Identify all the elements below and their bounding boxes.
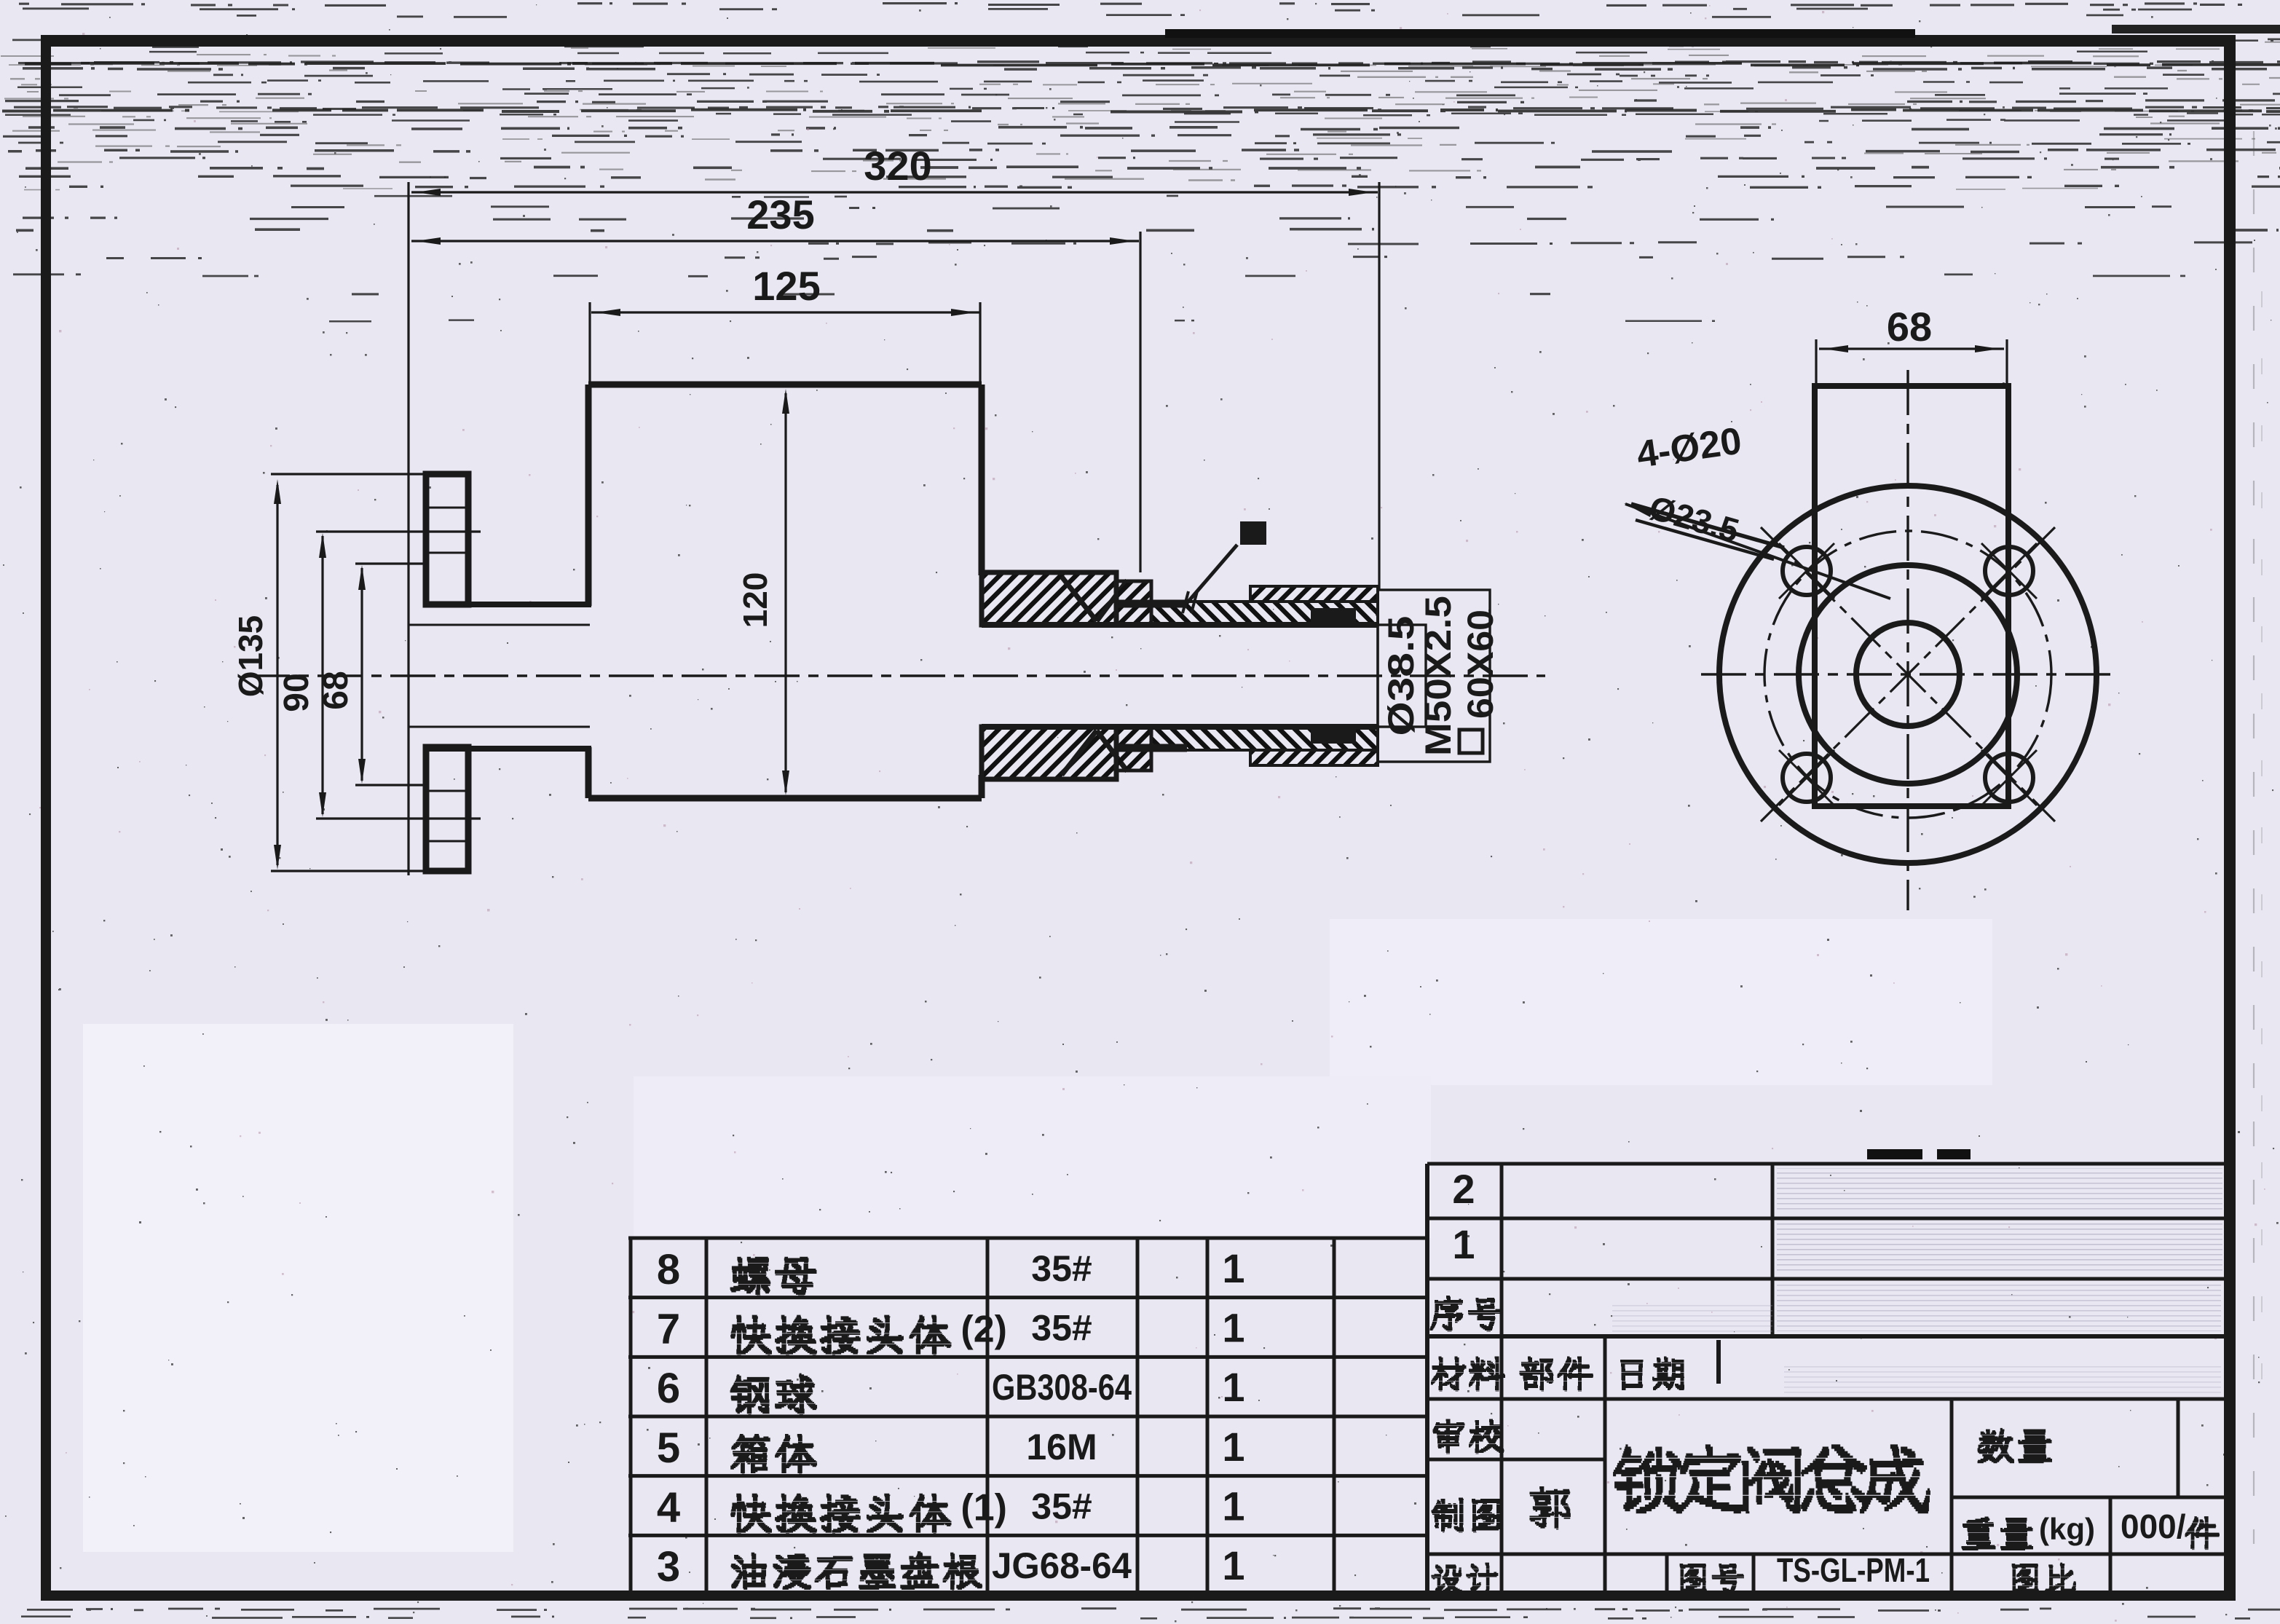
svg-text:000/: 000/ <box>2121 1507 2186 1545</box>
svg-text:6: 6 <box>657 1365 680 1412</box>
svg-text:TS-GL-PM-1: TS-GL-PM-1 <box>1777 1551 1930 1589</box>
svg-text:1: 1 <box>1222 1483 1244 1529</box>
svg-text:7: 7 <box>657 1306 680 1353</box>
svg-text:320: 320 <box>864 143 931 189</box>
svg-text:8: 8 <box>657 1246 680 1293</box>
svg-text:2: 2 <box>1452 1166 1475 1212</box>
svg-text:60X60: 60X60 <box>1460 610 1501 719</box>
svg-text:5: 5 <box>657 1424 680 1472</box>
svg-text:235: 235 <box>746 192 814 237</box>
svg-text:Ø38.5: Ø38.5 <box>1381 616 1421 736</box>
svg-text:120: 120 <box>736 572 774 628</box>
svg-text:1: 1 <box>1222 1424 1244 1470</box>
svg-text:3: 3 <box>657 1543 680 1591</box>
svg-text:(1): (1) <box>960 1487 1007 1529</box>
svg-text:35#: 35# <box>1031 1248 1092 1289</box>
svg-text:1: 1 <box>1452 1221 1475 1267</box>
svg-text:4: 4 <box>657 1484 680 1532</box>
svg-text:(2): (2) <box>960 1309 1007 1351</box>
svg-text:90: 90 <box>277 673 316 712</box>
svg-text:35#: 35# <box>1031 1486 1092 1527</box>
svg-text:35#: 35# <box>1031 1308 1092 1349</box>
svg-text:68: 68 <box>1887 304 1932 350</box>
svg-text:GB308-64: GB308-64 <box>992 1367 1132 1408</box>
svg-text:1: 1 <box>1222 1245 1244 1291</box>
svg-text:1: 1 <box>1222 1364 1244 1410</box>
svg-text:(kg): (kg) <box>2039 1512 2095 1546</box>
svg-text:16M: 16M <box>1026 1427 1097 1467</box>
svg-text:125: 125 <box>752 263 820 309</box>
svg-text:68: 68 <box>317 671 355 709</box>
svg-text:1: 1 <box>1222 1542 1244 1588</box>
svg-text:Ø135: Ø135 <box>232 615 269 698</box>
svg-text:JG68-64: JG68-64 <box>992 1545 1132 1586</box>
svg-text:1: 1 <box>1222 1305 1244 1351</box>
svg-text:M50X2.5: M50X2.5 <box>1418 596 1459 756</box>
